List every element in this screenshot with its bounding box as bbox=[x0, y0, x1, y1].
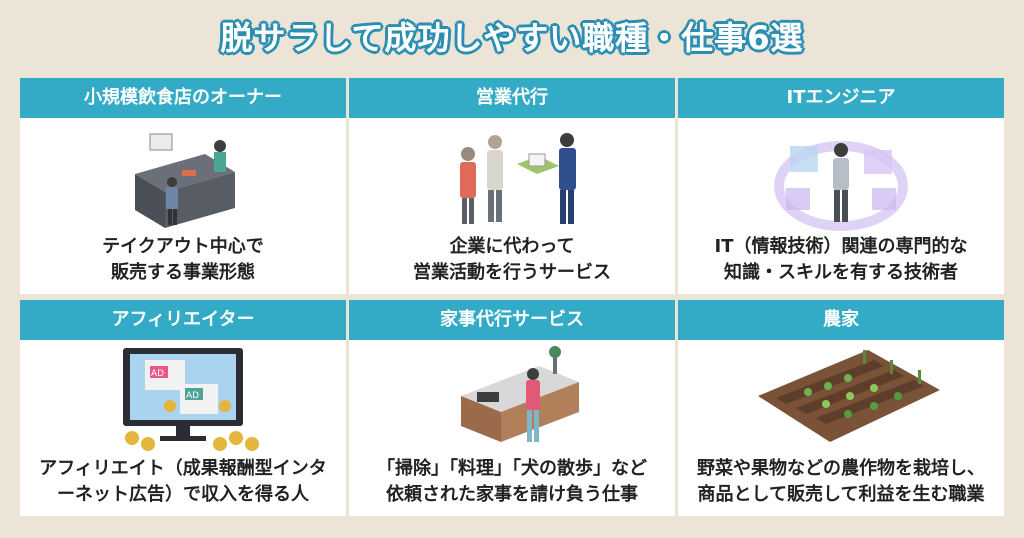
ad-label: AD bbox=[151, 369, 164, 379]
card-description: アフィリエイト（成果報酬型インタ ーネット広告）で収入を得る人 bbox=[20, 456, 346, 508]
description-line: 知識・スキルを有する技術者 bbox=[724, 262, 958, 283]
description-line: ーネット広告）で収入を得る人 bbox=[57, 484, 309, 505]
card-description: 「掃除」「料理」「犬の散歩」など 依頼された家事を請け負う仕事 bbox=[349, 456, 675, 508]
card-heading: 農家 bbox=[678, 300, 1004, 340]
sales-meeting-icon bbox=[460, 133, 576, 224]
card-housework-service: 家事代行サービス 「掃除」「料理」「犬の散歩」など 依頼された家事を請け負う仕事 bbox=[349, 300, 675, 516]
monitor-ads-coins-icon: AD AD bbox=[123, 348, 259, 451]
engineer-hologram-icon bbox=[774, 141, 908, 231]
card-heading: 営業代行 bbox=[349, 78, 675, 118]
kitchen-housework-icon bbox=[461, 346, 579, 442]
card-description: テイクアウト中心で 販売する事業形態 bbox=[20, 234, 346, 286]
title-area: 脱サラして成功しやすい職種・仕事6選 bbox=[0, 10, 1024, 66]
card-heading: アフィリエイター bbox=[20, 300, 346, 340]
description-line: 「掃除」「料理」「犬の散歩」など bbox=[377, 458, 647, 479]
card-heading: 小規模飲食店のオーナー bbox=[20, 78, 346, 118]
card-affiliater: アフィリエイター AD AD アフィリエイト（成果報酬型インタ ーネット広告）で… bbox=[20, 300, 346, 516]
card-heading: ITエンジニア bbox=[678, 78, 1004, 118]
description-line: 販売する事業形態 bbox=[111, 262, 255, 283]
card-farmer: 農家 野菜や果物などの農作物を栽培し、 商品として販売して利益を生む職業 bbox=[678, 300, 1004, 516]
description-line: テイクアウト中心で bbox=[102, 236, 264, 257]
card-description: 野菜や果物などの農作物を栽培し、 商品として販売して利益を生む職業 bbox=[678, 456, 1004, 508]
card-restaurant-owner: 小規模飲食店のオーナー テイクアウト中心で 販売する事業形態 bbox=[20, 78, 346, 294]
restaurant-counter-icon bbox=[135, 133, 235, 228]
card-grid: 小規模飲食店のオーナー テイクアウト中心で 販売する事業形態 営業代行 bbox=[20, 78, 1004, 518]
description-line: アフィリエイト（成果報酬型インタ bbox=[39, 458, 327, 479]
card-heading: 家事代行サービス bbox=[349, 300, 675, 340]
description-line: 企業に代わって bbox=[449, 236, 575, 257]
card-description: IT（情報技術）関連の専門的な 知識・スキルを有する技術者 bbox=[678, 234, 1004, 286]
description-line: IT（情報技術）関連の専門的な bbox=[714, 236, 968, 257]
description-line: 営業活動を行うサービス bbox=[413, 262, 611, 283]
card-description: 企業に代わって 営業活動を行うサービス bbox=[349, 234, 675, 286]
description-line: 商品として販売して利益を生む職業 bbox=[697, 484, 985, 505]
page-title: 脱サラして成功しやすい職種・仕事6選 bbox=[220, 19, 804, 57]
card-sales-agency: 営業代行 企業に代わって 営業活動を行うサービス bbox=[349, 78, 675, 294]
farm-field-icon bbox=[758, 350, 940, 442]
ad-label: AD bbox=[186, 391, 199, 401]
description-line: 野菜や果物などの農作物を栽培し、 bbox=[697, 458, 985, 479]
card-it-engineer: ITエンジニア IT（情報技術）関連の専門的な 知識・スキルを有する技術者 bbox=[678, 78, 1004, 294]
description-line: 依頼された家事を請け負う仕事 bbox=[386, 484, 638, 505]
